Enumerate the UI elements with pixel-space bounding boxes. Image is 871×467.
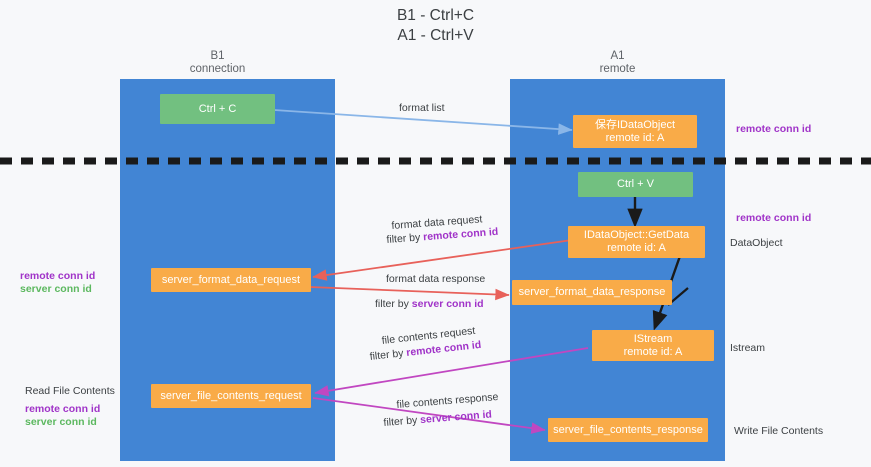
arrow-file-contents-response xyxy=(312,397,546,434)
annotation-remote-conn-id-top: remote conn id xyxy=(736,123,812,135)
filter-prefix: filter by xyxy=(386,231,424,246)
node-ctrl-c[interactable]: Ctrl + C xyxy=(160,94,275,124)
edge-label-format-data-response: format data response xyxy=(386,273,486,285)
node-server-format-data-request[interactable]: server_format_data_request xyxy=(151,268,311,292)
annotation-read-remote-conn-id: remote conn id xyxy=(25,403,101,415)
node-server-file-contents-request[interactable]: server_file_contents_request xyxy=(151,384,311,408)
node-idataobject-getdata[interactable]: IDataObject::GetData remote id: A xyxy=(568,226,705,258)
annotation-left-server-conn-id: server conn id xyxy=(20,283,92,295)
annotation-istream: Istream xyxy=(730,342,766,354)
node-server-file-contents-response[interactable]: server_file_contents_response xyxy=(548,418,708,442)
node-save-idataobject[interactable]: 保存IDataObject remote id: A xyxy=(573,115,697,148)
node-ctrl-v[interactable]: Ctrl + V xyxy=(578,172,693,197)
lane-header-a1: A1 remote xyxy=(599,50,636,75)
annotation-write-file-contents: Write File Contents xyxy=(734,425,824,437)
arrow-format-data-request xyxy=(312,239,573,281)
edge-label-format-list: format list xyxy=(399,102,445,114)
edge-label-format-data-response-filter: filter by server conn id xyxy=(375,297,484,311)
annotation-left-remote-conn-id: remote conn id xyxy=(20,270,96,282)
annotation-remote-conn-id-mid: remote conn id xyxy=(736,212,812,224)
lane-header-b1: B1 connection xyxy=(189,50,246,75)
arrow-file-contents-request xyxy=(314,347,589,397)
node-server-format-data-response[interactable]: server_format_data_response xyxy=(512,280,672,305)
arrow-format-list xyxy=(273,109,573,135)
annotation-read-file-contents: Read File Contents xyxy=(25,385,115,397)
filter-prefix: filter by xyxy=(375,298,412,310)
filter-prefix: filter by xyxy=(383,414,421,429)
server-conn-id-token: server conn id xyxy=(411,298,484,310)
annotation-dataobject: DataObject xyxy=(730,237,783,249)
annotation-read-server-conn-id: server conn id xyxy=(25,416,97,428)
node-istream[interactable]: IStream remote id: A xyxy=(592,330,714,361)
arrow-format-data-response xyxy=(309,286,510,301)
page-title: B1 - Ctrl+C A1 - Ctrl+V xyxy=(396,7,475,44)
filter-prefix: filter by xyxy=(369,347,407,363)
